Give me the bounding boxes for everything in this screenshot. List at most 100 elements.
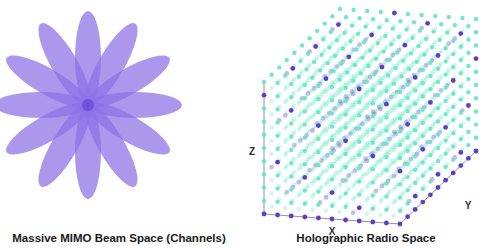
lattice-dot [451, 105, 455, 109]
lattice-dot [298, 59, 302, 63]
lattice-dot [392, 161, 396, 165]
lattice-dot [312, 60, 316, 64]
lattice-dot [337, 104, 341, 108]
highlight-dot [357, 205, 362, 210]
highlight-dot [428, 192, 433, 197]
lattice-dot [262, 159, 266, 163]
lattice-dot [351, 8, 355, 12]
lattice-dot [466, 51, 470, 55]
lattice-dot [384, 208, 388, 212]
lattice-dot [436, 119, 440, 123]
lattice-dot [297, 114, 301, 118]
lattice-dot [443, 86, 447, 90]
lattice-dot [437, 38, 441, 42]
highlight-dot [337, 143, 342, 148]
lattice-dot [289, 201, 293, 205]
lattice-dot [289, 121, 293, 125]
highlight-dot [405, 122, 410, 127]
lattice-dot [345, 70, 349, 74]
highlight-dot [369, 33, 374, 38]
lattice-dot [459, 84, 463, 88]
lattice-dot [316, 176, 320, 180]
lattice-dot [351, 184, 355, 188]
lattice-dot [262, 146, 266, 150]
lattice-dot [430, 45, 434, 49]
lattice-dot [283, 74, 287, 78]
highlight-dot [384, 221, 389, 226]
lattice-dot [357, 100, 361, 104]
lattice-dot [316, 97, 320, 101]
lattice-dot [384, 168, 388, 172]
axis-label: Y [465, 200, 472, 211]
lattice-dot [269, 139, 273, 143]
lattice-dot [325, 61, 329, 65]
y-axis [400, 151, 476, 224]
lattice-dot [401, 59, 405, 63]
axis-label: Z [249, 146, 255, 157]
lattice-dot [428, 87, 432, 91]
lattice-dot [303, 149, 307, 153]
highlight-dot [343, 218, 348, 223]
highlight-dot [458, 150, 463, 155]
highlight-dot [283, 113, 288, 118]
lattice-dot [392, 108, 396, 112]
highlight-dot [384, 102, 389, 107]
highlight-dot [357, 87, 362, 92]
lattice-dot [466, 77, 470, 81]
lattice-dot [297, 101, 301, 105]
lattice-dot [310, 76, 314, 80]
lattice-dot [289, 174, 293, 178]
lattice-dot [343, 152, 347, 156]
lattice-dot [283, 192, 287, 196]
lattice-dot [459, 71, 463, 75]
lattice-dot [351, 158, 355, 162]
lattice-dot [275, 200, 279, 204]
lattice-dot [303, 122, 307, 126]
lattice-dot [330, 124, 334, 128]
lattice-dot [360, 56, 364, 60]
lattice-dot [362, 40, 366, 44]
lattice-dot [405, 109, 409, 113]
lattice-dot [316, 110, 320, 114]
lattice-dot [297, 154, 301, 158]
lattice-dot [342, 31, 346, 35]
lattice-dot [343, 205, 347, 209]
lattice-dot [466, 130, 470, 134]
lattice-dot [262, 106, 266, 110]
lattice-dot [405, 149, 409, 153]
lattice-dot [316, 189, 320, 193]
lattice-dot [371, 180, 375, 184]
lattice-dot [357, 153, 361, 157]
highlight-dot [474, 56, 479, 61]
lattice-dot [439, 22, 443, 26]
lattice-dot [445, 30, 449, 34]
lattice-dot [337, 78, 341, 82]
lattice-dot [378, 173, 382, 177]
lattice-dot [371, 127, 375, 131]
lattice-dot [421, 160, 425, 164]
lattice-dot [413, 88, 417, 92]
lattice-dot [421, 81, 425, 85]
lattice-dot [330, 138, 334, 142]
highlight-dot [364, 159, 369, 164]
lattice-dot [398, 182, 402, 186]
lattice-dot [289, 187, 293, 191]
lattice-dot [405, 188, 409, 192]
lattice-dot [431, 29, 435, 33]
lattice-dot [341, 46, 345, 50]
lattice-dot [297, 141, 301, 145]
right-caption: Holographic Radio Space [296, 232, 435, 244]
highlight-dot [458, 31, 463, 36]
lattice-dot [297, 167, 301, 171]
lattice-dot [443, 152, 447, 156]
lattice-dot [275, 173, 279, 177]
highlight-dot [343, 138, 348, 143]
lattice-dot [269, 125, 273, 129]
lattice-dot [262, 119, 266, 123]
lattice-dot [333, 54, 337, 58]
lattice-dot [324, 209, 328, 213]
lattice-dot [436, 67, 440, 71]
lattice-dot [350, 23, 354, 27]
highlight-dot [451, 171, 456, 176]
